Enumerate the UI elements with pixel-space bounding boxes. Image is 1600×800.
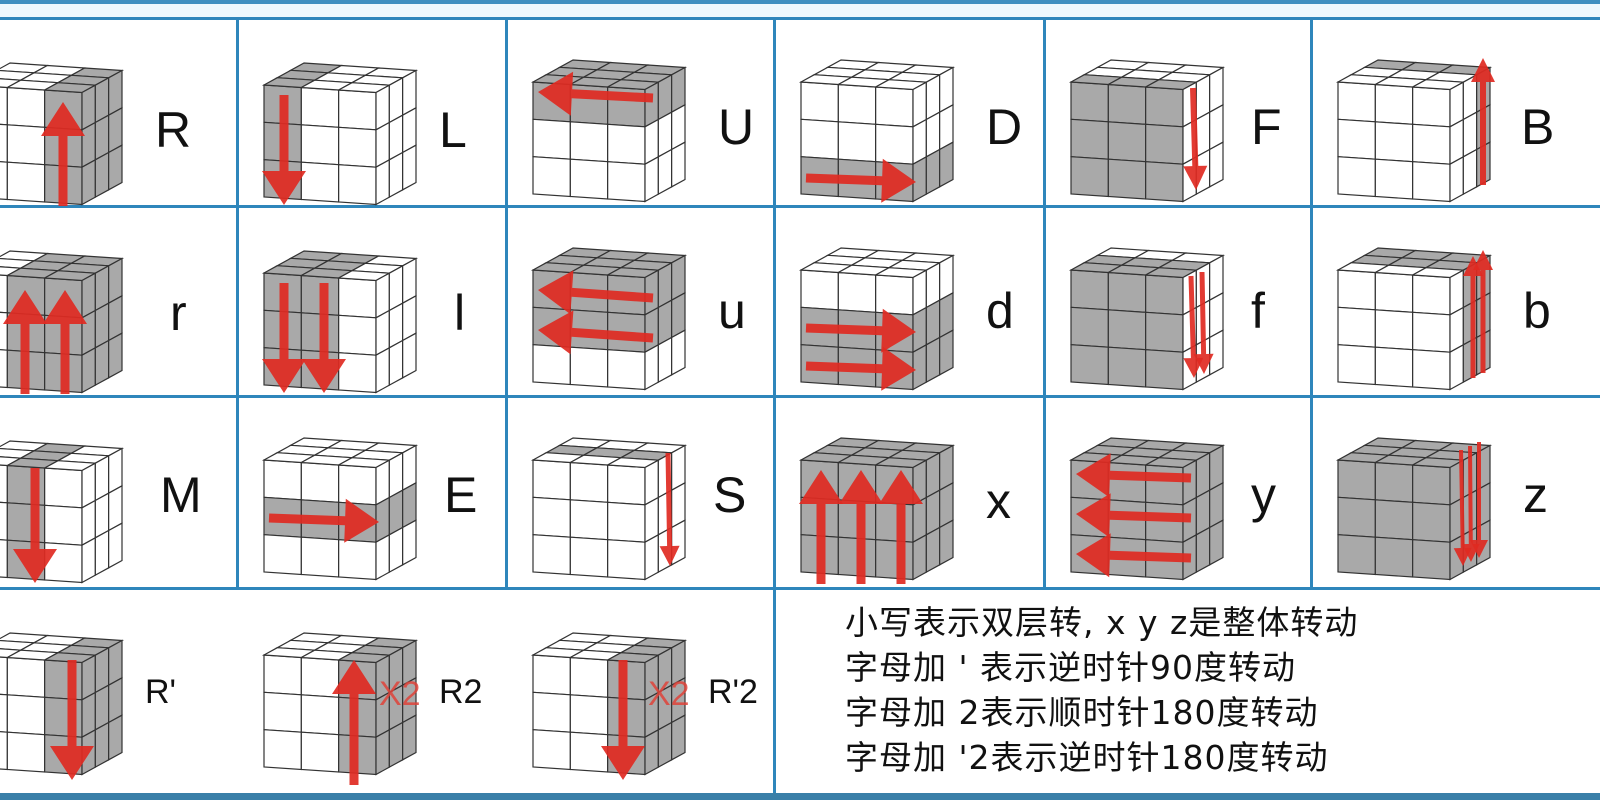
move-cell-F: F <box>1046 20 1314 206</box>
move-cell-Rp2: R'2 X2 <box>508 590 776 790</box>
cube-diagram-icon <box>798 437 956 584</box>
move-label: R2 <box>439 673 483 711</box>
grid-col-3 <box>773 17 776 793</box>
move-cell-r: r <box>0 208 248 394</box>
move-cell-B: B <box>1313 20 1581 206</box>
cube-diagram-icon <box>0 632 125 780</box>
move-label: L <box>439 102 467 158</box>
cube-diagram-icon <box>798 247 956 391</box>
grid-col-1 <box>236 17 239 588</box>
note-line-1: 小写表示双层转, x y z是整体转动 <box>845 603 1359 642</box>
times-two-badge: X2 <box>379 675 421 713</box>
cube-diagram-icon <box>1335 437 1493 581</box>
note-line-2: 字母加 ' 表示逆时针90度转动 <box>845 648 1297 687</box>
notation-notes: 小写表示双层转, x y z是整体转动 字母加 ' 表示逆时针90度转动 字母加… <box>845 600 1585 780</box>
cube-diagram-icon <box>261 437 419 581</box>
move-cell-y: y <box>1046 398 1314 584</box>
move-cell-S: S <box>508 398 776 584</box>
move-label: U <box>718 99 755 155</box>
move-label: E <box>444 467 478 523</box>
cube-diagram-icon <box>261 632 419 785</box>
cube-diagram-icon <box>798 59 956 203</box>
grid-line-row2 <box>0 395 1600 398</box>
move-cell-D: D <box>776 20 1044 206</box>
move-label: u <box>718 283 746 339</box>
move-cell-U: U <box>508 20 776 206</box>
cube-diagram-icon <box>0 62 125 206</box>
grid-col-4 <box>1043 17 1046 588</box>
move-cell-u: u <box>508 208 776 394</box>
cube-diagram-icon <box>1335 58 1495 203</box>
cube-diagram-icon <box>261 250 419 394</box>
move-label: d <box>986 283 1014 339</box>
move-label: S <box>713 467 747 523</box>
cube-diagram-icon <box>530 59 688 203</box>
move-cell-d: d <box>776 208 1044 394</box>
grid-col-2 <box>505 17 508 588</box>
move-cell-R2: R2 X2 <box>239 590 507 790</box>
cube-diagram-icon <box>530 247 688 391</box>
cube-diagram-icon <box>0 440 125 584</box>
move-label: M <box>160 467 202 523</box>
move-label: R'2 <box>708 673 758 711</box>
bottom-border <box>0 793 1600 800</box>
grid-line-row3 <box>0 587 1600 590</box>
cube-diagram-icon <box>1335 247 1493 391</box>
top-strip <box>0 4 1600 17</box>
move-cell-z: z <box>1313 398 1581 584</box>
move-cell-M: M <box>0 398 248 584</box>
move-label: f <box>1251 283 1265 339</box>
move-label: x <box>986 473 1011 529</box>
note-line-4: 字母加 '2表示逆时针180度转动 <box>845 738 1329 777</box>
move-label: l <box>454 285 466 341</box>
times-two-badge: X2 <box>648 675 690 713</box>
move-cell-f: f <box>1046 208 1314 394</box>
move-cell-b: b <box>1313 208 1581 394</box>
move-label: r <box>170 285 187 341</box>
move-cell-Rp: R' <box>0 590 248 790</box>
move-label: D <box>986 99 1023 155</box>
move-label: R' <box>145 673 177 711</box>
top-border <box>0 0 1600 4</box>
cube-diagram-icon <box>1068 59 1226 203</box>
move-label: b <box>1523 283 1551 339</box>
move-label: F <box>1251 99 1282 155</box>
cube-diagram-icon <box>530 632 688 780</box>
move-label: y <box>1251 467 1276 523</box>
grid-line-top <box>0 17 1600 20</box>
grid-line-row1 <box>0 205 1600 208</box>
move-cell-E: E <box>239 398 507 584</box>
cube-diagram-icon <box>1068 437 1226 581</box>
grid-col-5 <box>1310 17 1313 588</box>
move-cell-x: x <box>776 398 1044 584</box>
move-cell-L: L <box>239 20 507 206</box>
cube-diagram-icon <box>261 62 419 206</box>
move-cell-l: l <box>239 208 507 394</box>
move-label: z <box>1523 467 1548 523</box>
note-line-3: 字母加 2表示顺时针180度转动 <box>845 693 1319 732</box>
cube-diagram-icon <box>530 437 688 581</box>
cube-diagram-icon <box>0 250 125 394</box>
move-cell-R: R <box>0 20 248 206</box>
cube-diagram-icon <box>1068 247 1226 391</box>
move-label: B <box>1521 99 1555 155</box>
move-label: R <box>155 102 192 158</box>
